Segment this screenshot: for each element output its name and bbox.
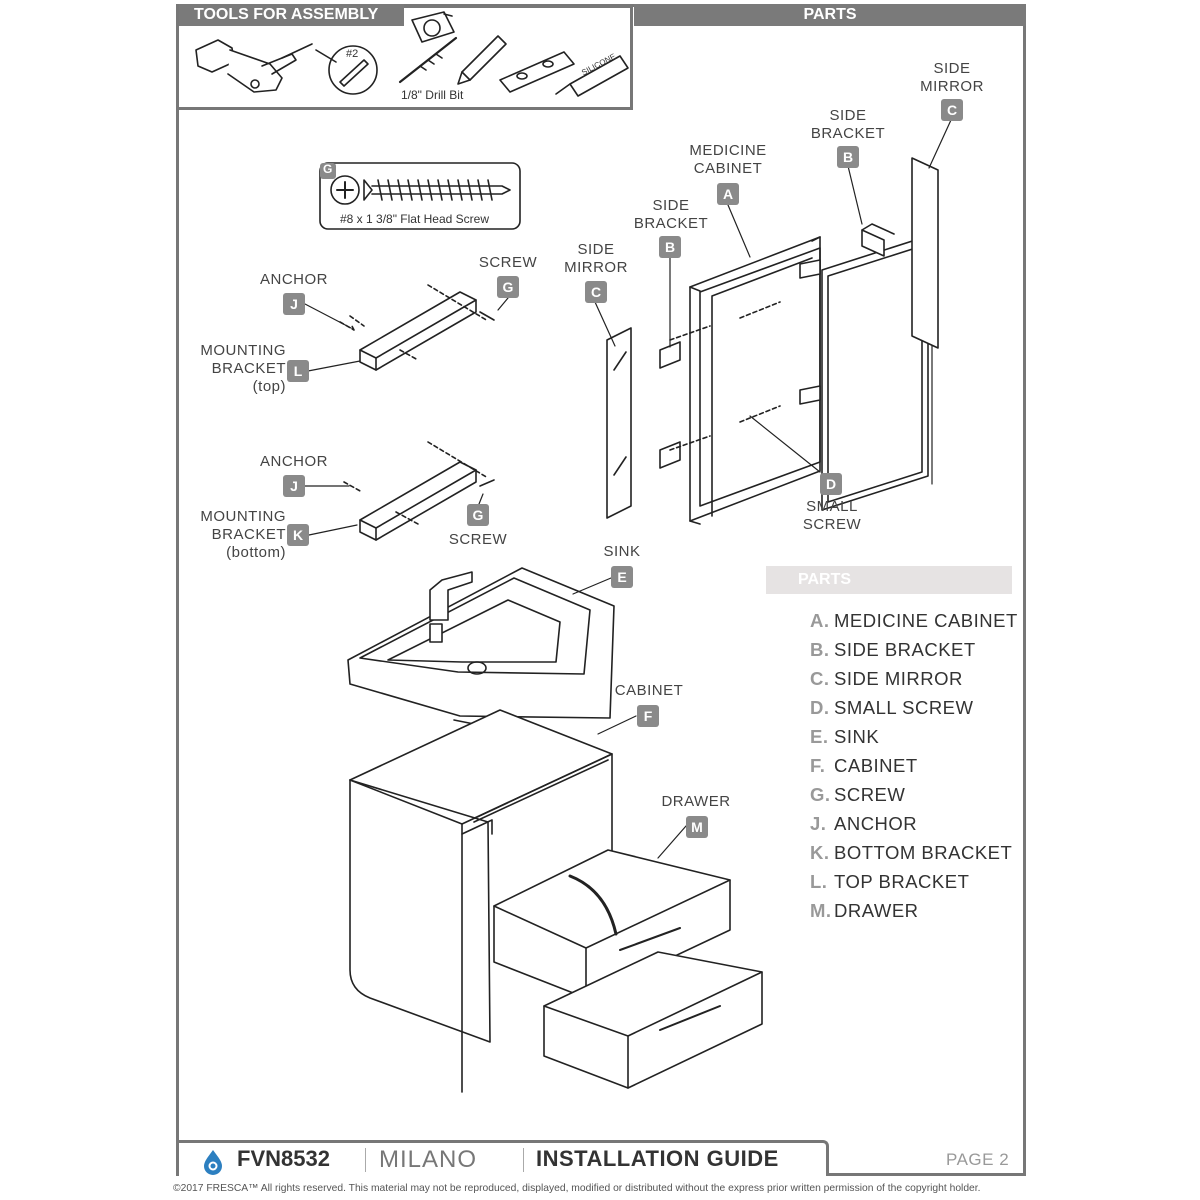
model-number: FVN8532 xyxy=(237,1146,330,1171)
callout-label-screw-bottom: SCREW xyxy=(448,531,508,548)
legend-item: J.ANCHOR xyxy=(810,813,918,834)
parts-header: PARTS xyxy=(634,4,1026,26)
level-icon xyxy=(499,51,575,93)
legend-item: D.SMALL SCREW xyxy=(810,697,974,718)
callout-label-side-mirror-left: SIDE MIRROR xyxy=(564,241,628,276)
vanity-cabinet xyxy=(349,709,613,1093)
legend-item: M.DRAWER xyxy=(810,900,919,921)
callout-label-anchor-top: ANCHOR xyxy=(259,271,328,288)
callout-label-side-bracket-left: SIDE BRACKET xyxy=(633,197,709,232)
callout-label-cabinet: CABINET xyxy=(614,682,684,699)
top-mounting-bracket xyxy=(339,284,495,371)
callout-label-small-screw: SMALL SCREW xyxy=(802,498,862,533)
legend-item: L.TOP BRACKET xyxy=(810,871,970,892)
callout-label-sink: SINK xyxy=(603,543,641,560)
callout-tag-c-right: C xyxy=(941,99,963,121)
callout-label-side-bracket-right: SIDE BRACKET xyxy=(810,107,886,142)
footer-divider xyxy=(523,1148,524,1172)
tools-header: TOOLS FOR ASSEMBLY xyxy=(179,4,404,26)
callout-label-medicine-cabinet: MEDICINE CABINET xyxy=(689,142,767,177)
legend-item: G.SCREW xyxy=(810,784,906,805)
legend-item: B.SIDE BRACKET xyxy=(810,639,976,660)
footer-divider xyxy=(365,1148,366,1172)
callout-label-screw-top: SCREW xyxy=(478,254,538,271)
guide-title: INSTALLATION GUIDE xyxy=(536,1146,779,1171)
callout-tag-j-bottom: J xyxy=(283,475,305,497)
callout-tag-d: D xyxy=(820,473,842,495)
callout-tag-b-right: B xyxy=(837,146,859,168)
screw-callout-box xyxy=(319,162,521,230)
callout-tag-g-top: G xyxy=(497,276,519,298)
screw-callout-letter: G xyxy=(323,162,333,176)
callout-label-mounting-bracket-bottom: MOUNTING BRACKET (bottom) xyxy=(200,508,286,561)
footer-bar: FVN8532 MILANO INSTALLATION GUIDE xyxy=(179,1140,829,1176)
callout-tag-l: L xyxy=(287,360,309,382)
sink xyxy=(347,567,615,729)
legend-item: K.BOTTOM BRACKET xyxy=(810,842,1013,863)
callout-tag-k: K xyxy=(287,524,309,546)
screwdriver-size-label: #2 xyxy=(346,48,359,60)
callout-leaders xyxy=(304,119,952,859)
callout-tag-e: E xyxy=(611,566,633,588)
drawers xyxy=(493,849,763,1089)
pencil-icon xyxy=(457,35,507,85)
callout-label-drawer: DRAWER xyxy=(661,793,731,810)
callout-tag-j-top: J xyxy=(283,293,305,315)
tools-panel-top-rule xyxy=(390,6,633,28)
fresca-logo-icon xyxy=(204,1150,222,1175)
callout-tag-b-left: B xyxy=(659,236,681,258)
callout-tag-g-bottom: G xyxy=(467,504,489,526)
callout-tag-a: A xyxy=(717,183,739,205)
callout-label-anchor-bottom: ANCHOR xyxy=(259,453,328,470)
cabinet-door xyxy=(821,235,933,511)
callout-label-side-mirror-right: SIDE MIRROR xyxy=(920,60,984,95)
tape-measure-icon xyxy=(411,11,455,43)
drill-bit-icon xyxy=(398,36,458,84)
legend-item: F.CABINET xyxy=(810,755,918,776)
callout-tag-c-left: C xyxy=(585,281,607,303)
legend-item: A.MEDICINE CABINET xyxy=(810,610,1018,631)
right-side-bracket xyxy=(861,223,895,257)
medicine-cabinet xyxy=(659,236,821,525)
left-side-mirror xyxy=(606,327,632,519)
right-side-mirror xyxy=(911,157,939,349)
legend-header: PARTS xyxy=(766,566,1012,594)
parts-legend: A.MEDICINE CABINET B.SIDE BRACKET C.SIDE… xyxy=(810,606,1018,925)
drill-bit-label: 1/8" Drill Bit xyxy=(401,88,464,102)
callout-tag-m: M xyxy=(686,816,708,838)
silicone-tube-icon xyxy=(555,55,629,97)
power-drill-icon xyxy=(195,39,313,93)
tools-panel xyxy=(179,4,633,110)
callout-tag-f: F xyxy=(637,705,659,727)
screwdriver-bit-icon xyxy=(315,45,378,95)
bottom-mounting-bracket xyxy=(343,441,495,541)
callout-label-mounting-bracket-top: MOUNTING BRACKET (top) xyxy=(200,342,286,395)
legend-item: E.SINK xyxy=(810,726,880,747)
series-name: MILANO xyxy=(379,1146,478,1173)
copyright-notice: ©2017 FRESCA™ All rights reserved. This … xyxy=(173,1183,981,1194)
legend-item: C.SIDE MIRROR xyxy=(810,668,963,689)
page-number: PAGE 2 xyxy=(946,1150,1010,1169)
screw-callout-text: #8 x 1 3/8" Flat Head Screw xyxy=(340,212,489,226)
